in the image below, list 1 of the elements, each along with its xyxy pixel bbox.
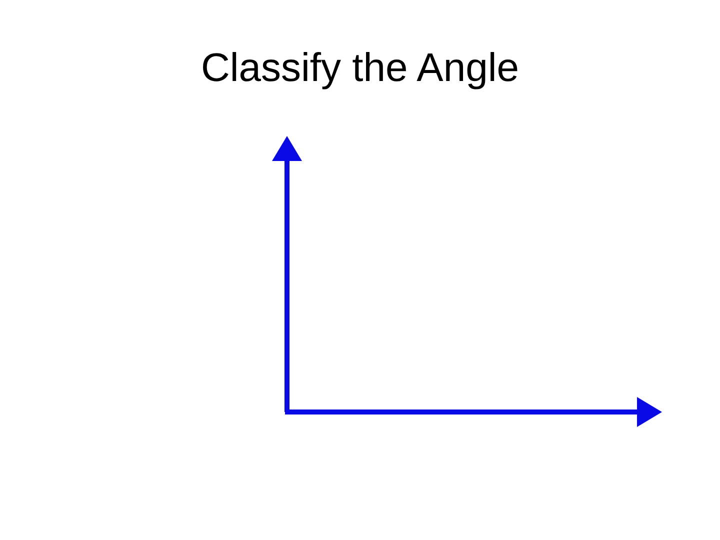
title: Classify the Angle [201,45,519,92]
